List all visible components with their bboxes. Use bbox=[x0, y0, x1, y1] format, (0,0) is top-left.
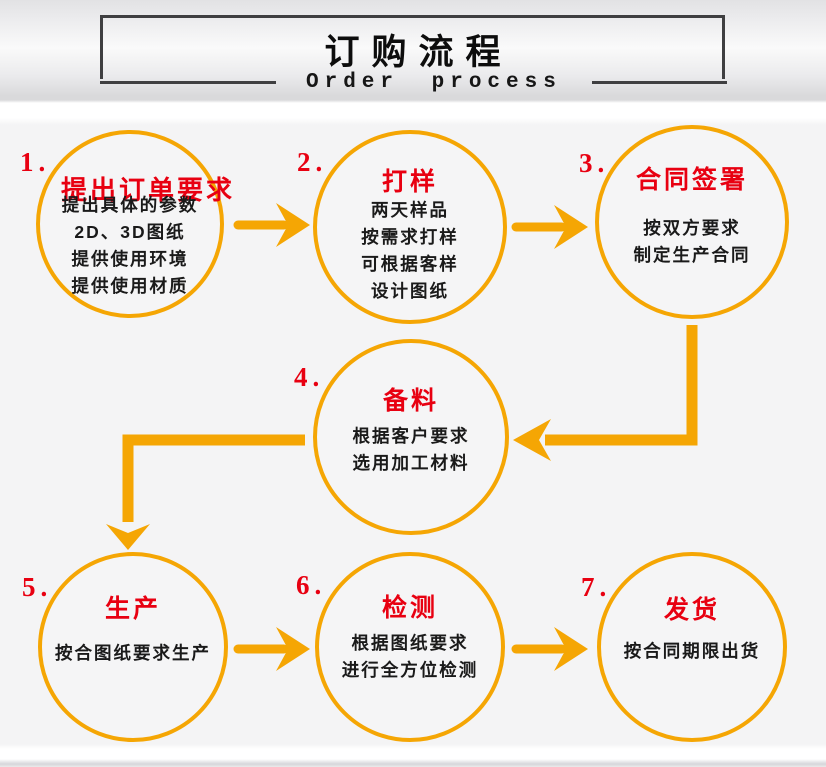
step-line: 根据图纸要求 bbox=[351, 633, 469, 653]
arrow-step4-to-step5-icon bbox=[106, 434, 305, 550]
step-description-6: 根据图纸要求 进行全方位检测 bbox=[290, 630, 530, 684]
step-number-1: 1. bbox=[20, 147, 51, 177]
step-title-4: 备料 bbox=[382, 387, 440, 415]
step-line: 按需求打样 bbox=[361, 227, 459, 247]
step-title-5: 生产 bbox=[104, 595, 162, 623]
step-line: 根据客户要求 bbox=[352, 426, 470, 446]
arrow-step5-to-step6-icon bbox=[233, 627, 310, 671]
step-number-3: 3. bbox=[579, 148, 610, 178]
step-description-7: 按合同期限出货 bbox=[572, 638, 812, 665]
step-circle-1: 1. 提出订单要求 提出具体的参数 2D、3D图纸 提供使用环境 提供使用材质 bbox=[20, 130, 232, 318]
step-circle-4: 4. 备料 根据客户要求 选用加工材料 bbox=[294, 339, 509, 535]
step-number-4: 4. bbox=[294, 362, 325, 392]
step-title-6: 检测 bbox=[381, 594, 439, 622]
step-title-1: 提出订单要求 bbox=[60, 175, 236, 205]
step-circle-2: 2. 打样 两天样品 按需求打样 可根据客样 设计图纸 bbox=[297, 130, 507, 324]
step-description-3: 按双方要求 制定生产合同 bbox=[572, 215, 812, 269]
arrow-step2-to-step3-icon bbox=[511, 205, 588, 249]
step-line: 按双方要求 bbox=[643, 218, 741, 238]
step-title-2: 打样 bbox=[381, 168, 439, 196]
step-line: 进行全方位检测 bbox=[341, 660, 479, 680]
subtitle-divider-left bbox=[100, 80, 276, 84]
step-title-7: 发货 bbox=[663, 596, 721, 624]
step-line: 2D、3D图纸 bbox=[74, 222, 186, 242]
step-line: 可根据客样 bbox=[361, 254, 459, 274]
step-line: 设计图纸 bbox=[371, 281, 449, 301]
step-description-1: 提出具体的参数 2D、3D图纸 提供使用环境 提供使用材质 bbox=[10, 192, 250, 300]
step-description-2: 两天样品 按需求打样 可根据客样 设计图纸 bbox=[290, 197, 530, 305]
header-frame bbox=[100, 15, 725, 79]
step-number-5: 5. bbox=[22, 572, 53, 602]
step-title-3: 合同签署 bbox=[635, 166, 749, 194]
step-circle-6: 6. 检测 根据图纸要求 进行全方位检测 bbox=[296, 552, 505, 742]
step-circle-5: 5. 生产 按合图纸要求生产 bbox=[22, 552, 228, 742]
step-circle-3: 3. 合同签署 按双方要求 制定生产合同 bbox=[579, 125, 789, 319]
arrow-step3-to-step4-icon bbox=[513, 325, 698, 461]
step-line: 选用加工材料 bbox=[352, 453, 470, 473]
page-subtitle: Order process bbox=[306, 70, 562, 94]
step-line: 按合同期限出货 bbox=[623, 641, 761, 661]
step-line: 两天样品 bbox=[371, 200, 449, 220]
step-description-5: 按合图纸要求生产 bbox=[13, 640, 253, 667]
step-line: 按合图纸要求生产 bbox=[55, 643, 211, 663]
step-circle-7: 7. 发货 按合同期限出货 bbox=[581, 552, 787, 742]
header-subtitle-row: Order process bbox=[100, 68, 727, 96]
step-number-7: 7. bbox=[581, 572, 612, 602]
step-number-2: 2. bbox=[297, 147, 328, 177]
page-title: 订购流程 bbox=[324, 33, 513, 72]
step-line: 提供使用材质 bbox=[71, 276, 189, 296]
step-number-6: 6. bbox=[296, 570, 327, 600]
arrow-step6-to-step7-icon bbox=[511, 627, 588, 671]
step-description-4: 根据客户要求 选用加工材料 bbox=[291, 423, 531, 477]
step-line: 提出具体的参数 bbox=[61, 195, 199, 215]
step-line: 提供使用环境 bbox=[71, 249, 189, 269]
arrow-step1-to-step2-icon bbox=[233, 203, 310, 247]
step-line: 制定生产合同 bbox=[633, 245, 751, 265]
subtitle-divider-right bbox=[591, 80, 727, 84]
